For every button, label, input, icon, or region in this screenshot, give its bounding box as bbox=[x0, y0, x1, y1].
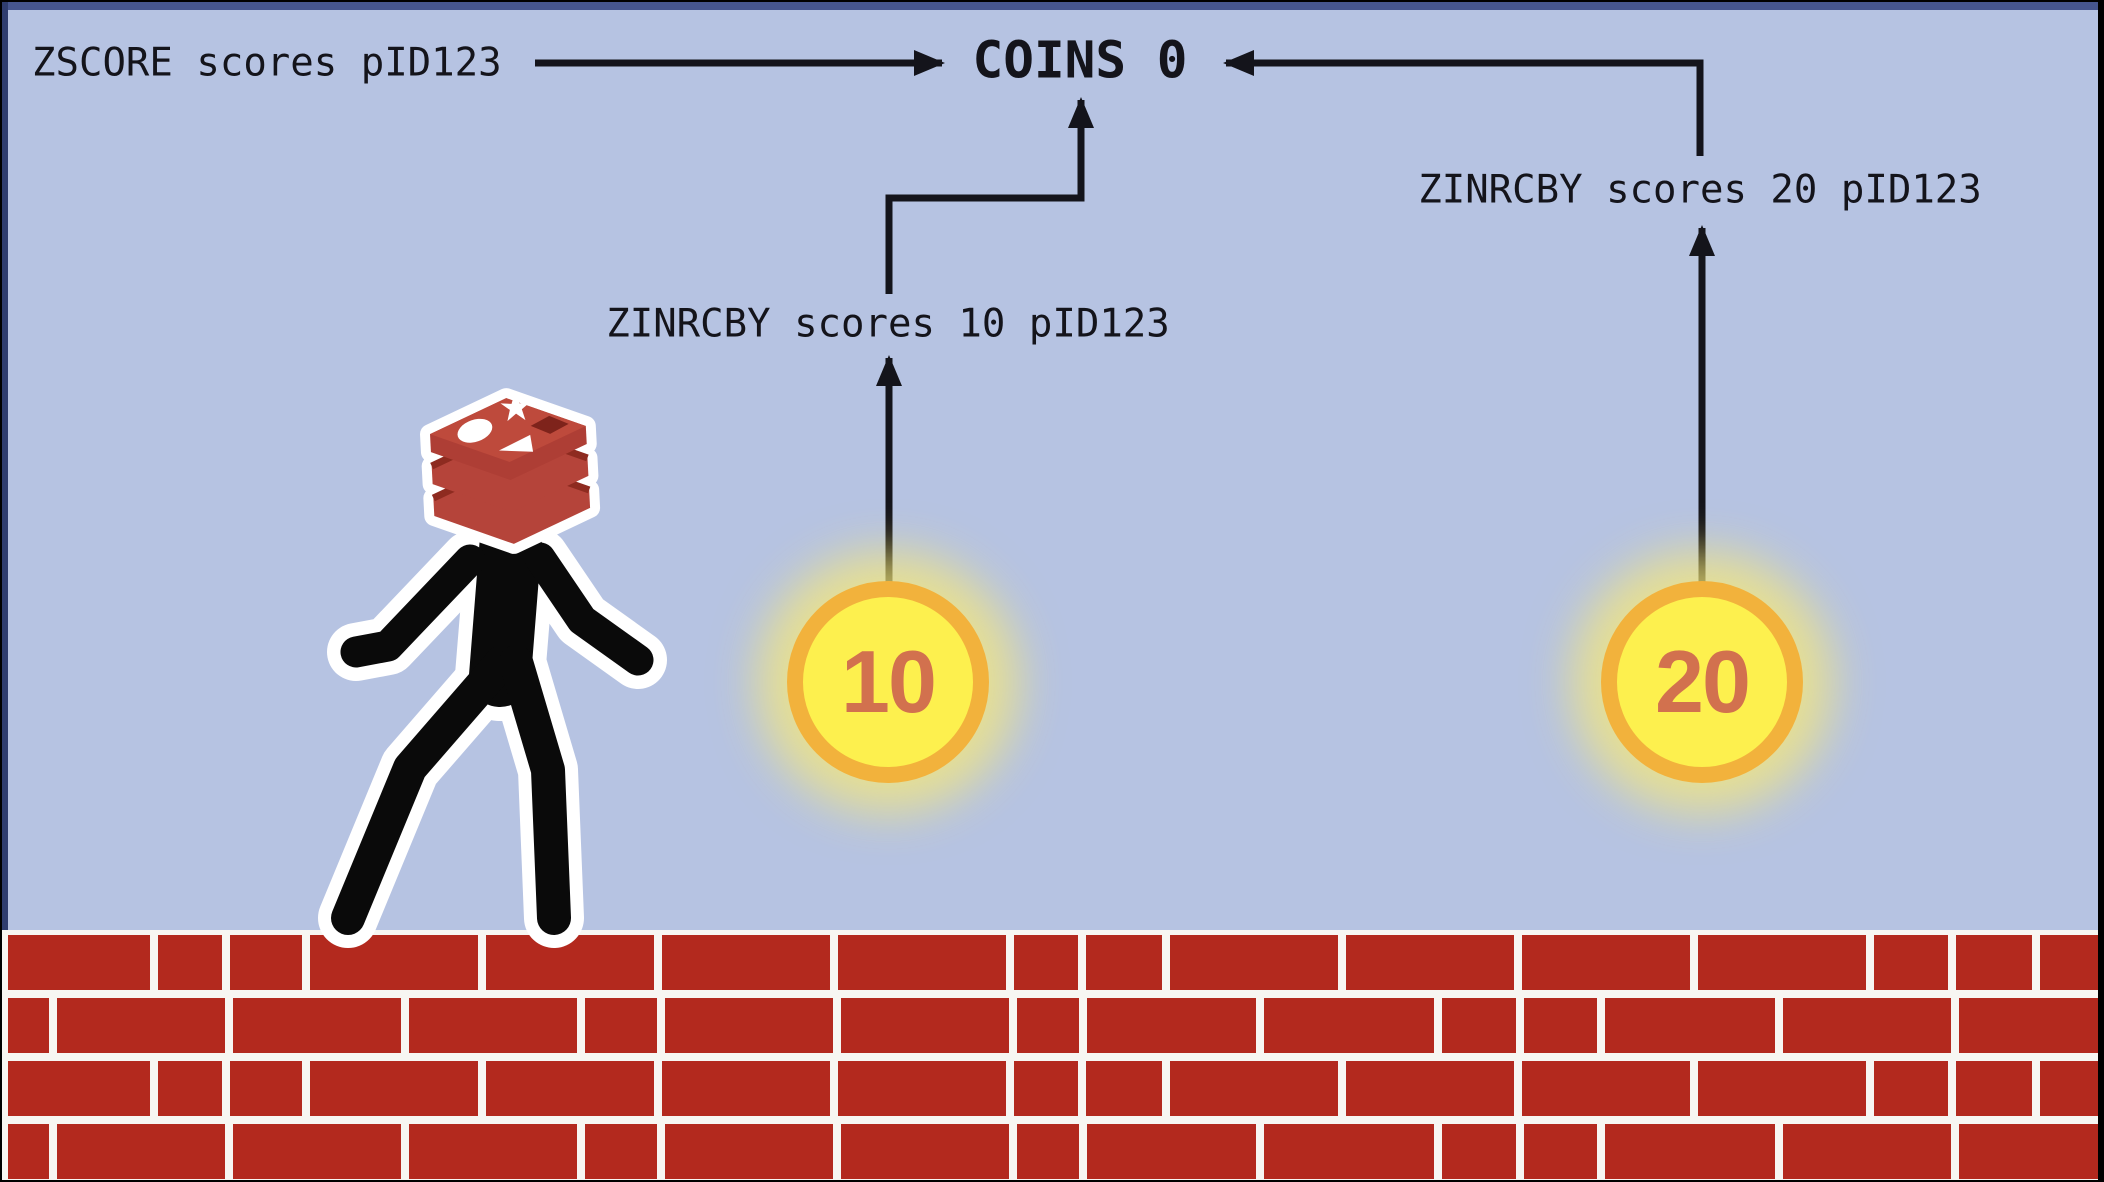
brick bbox=[57, 998, 225, 1053]
coin-20-value: 20 bbox=[1655, 632, 1751, 731]
slide-border-left bbox=[2, 2, 8, 1180]
brick bbox=[230, 935, 302, 990]
coin-20: 20 bbox=[1601, 581, 1803, 783]
brick bbox=[2040, 1061, 2098, 1116]
label-coins-counter: COINS 0 bbox=[972, 31, 1188, 91]
brick bbox=[1442, 998, 1516, 1053]
brick bbox=[1605, 1124, 1775, 1179]
brick bbox=[1874, 1061, 1948, 1116]
brick bbox=[1017, 1124, 1079, 1179]
brick bbox=[1524, 1124, 1597, 1179]
brick bbox=[585, 1124, 657, 1179]
brick bbox=[1959, 1124, 2098, 1179]
brick bbox=[665, 998, 833, 1053]
brick bbox=[838, 1061, 1006, 1116]
brick bbox=[585, 998, 657, 1053]
brick bbox=[841, 1124, 1009, 1179]
brick bbox=[841, 998, 1009, 1053]
brick bbox=[1170, 935, 1338, 990]
brick bbox=[1087, 1124, 1256, 1179]
brick bbox=[1783, 998, 1951, 1053]
brick bbox=[310, 1061, 478, 1116]
brick bbox=[1346, 935, 1514, 990]
brick bbox=[486, 935, 654, 990]
brick bbox=[8, 1124, 49, 1179]
brick bbox=[1264, 1124, 1434, 1179]
brick bbox=[233, 1124, 401, 1179]
brick bbox=[57, 1124, 225, 1179]
brick bbox=[409, 1124, 577, 1179]
brick-wall bbox=[2, 930, 2098, 1180]
brick bbox=[1014, 935, 1078, 990]
label-zscore-command: ZSCORE scores pID123 bbox=[32, 40, 502, 86]
brick bbox=[1956, 1061, 2032, 1116]
brick bbox=[1086, 1061, 1162, 1116]
brick bbox=[8, 998, 49, 1053]
brick bbox=[1264, 998, 1434, 1053]
brick bbox=[1017, 998, 1079, 1053]
slide-border-top bbox=[2, 2, 2098, 10]
brick bbox=[1087, 998, 1256, 1053]
brick bbox=[662, 935, 830, 990]
label-zincrby20-command: ZINRCBY scores 20 pID123 bbox=[1418, 167, 1982, 213]
brick bbox=[409, 998, 577, 1053]
coin-10: 10 bbox=[787, 581, 989, 783]
brick bbox=[1346, 1061, 1514, 1116]
label-zincrby10-command: ZINRCBY scores 10 pID123 bbox=[606, 301, 1170, 347]
brick bbox=[1698, 1061, 1866, 1116]
brick bbox=[1956, 935, 2032, 990]
brick bbox=[1014, 1061, 1078, 1116]
brick bbox=[1783, 1124, 1951, 1179]
brick bbox=[1874, 935, 1948, 990]
brick bbox=[1524, 998, 1597, 1053]
brick bbox=[158, 1061, 222, 1116]
brick bbox=[233, 998, 401, 1053]
brick bbox=[1442, 1124, 1516, 1179]
brick bbox=[158, 935, 222, 990]
brick bbox=[665, 1124, 833, 1179]
brick bbox=[1086, 935, 1162, 990]
brick bbox=[662, 1061, 830, 1116]
brick bbox=[1605, 998, 1775, 1053]
brick bbox=[1959, 998, 2098, 1053]
brick bbox=[230, 1061, 302, 1116]
brick bbox=[838, 935, 1006, 990]
brick bbox=[1522, 1061, 1690, 1116]
brick bbox=[1170, 1061, 1338, 1116]
brick bbox=[1698, 935, 1866, 990]
brick bbox=[8, 1061, 150, 1116]
coin-10-value: 10 bbox=[841, 632, 937, 731]
brick bbox=[486, 1061, 654, 1116]
brick bbox=[310, 935, 478, 990]
brick bbox=[8, 935, 150, 990]
brick bbox=[2040, 935, 2098, 990]
brick bbox=[1522, 935, 1690, 990]
